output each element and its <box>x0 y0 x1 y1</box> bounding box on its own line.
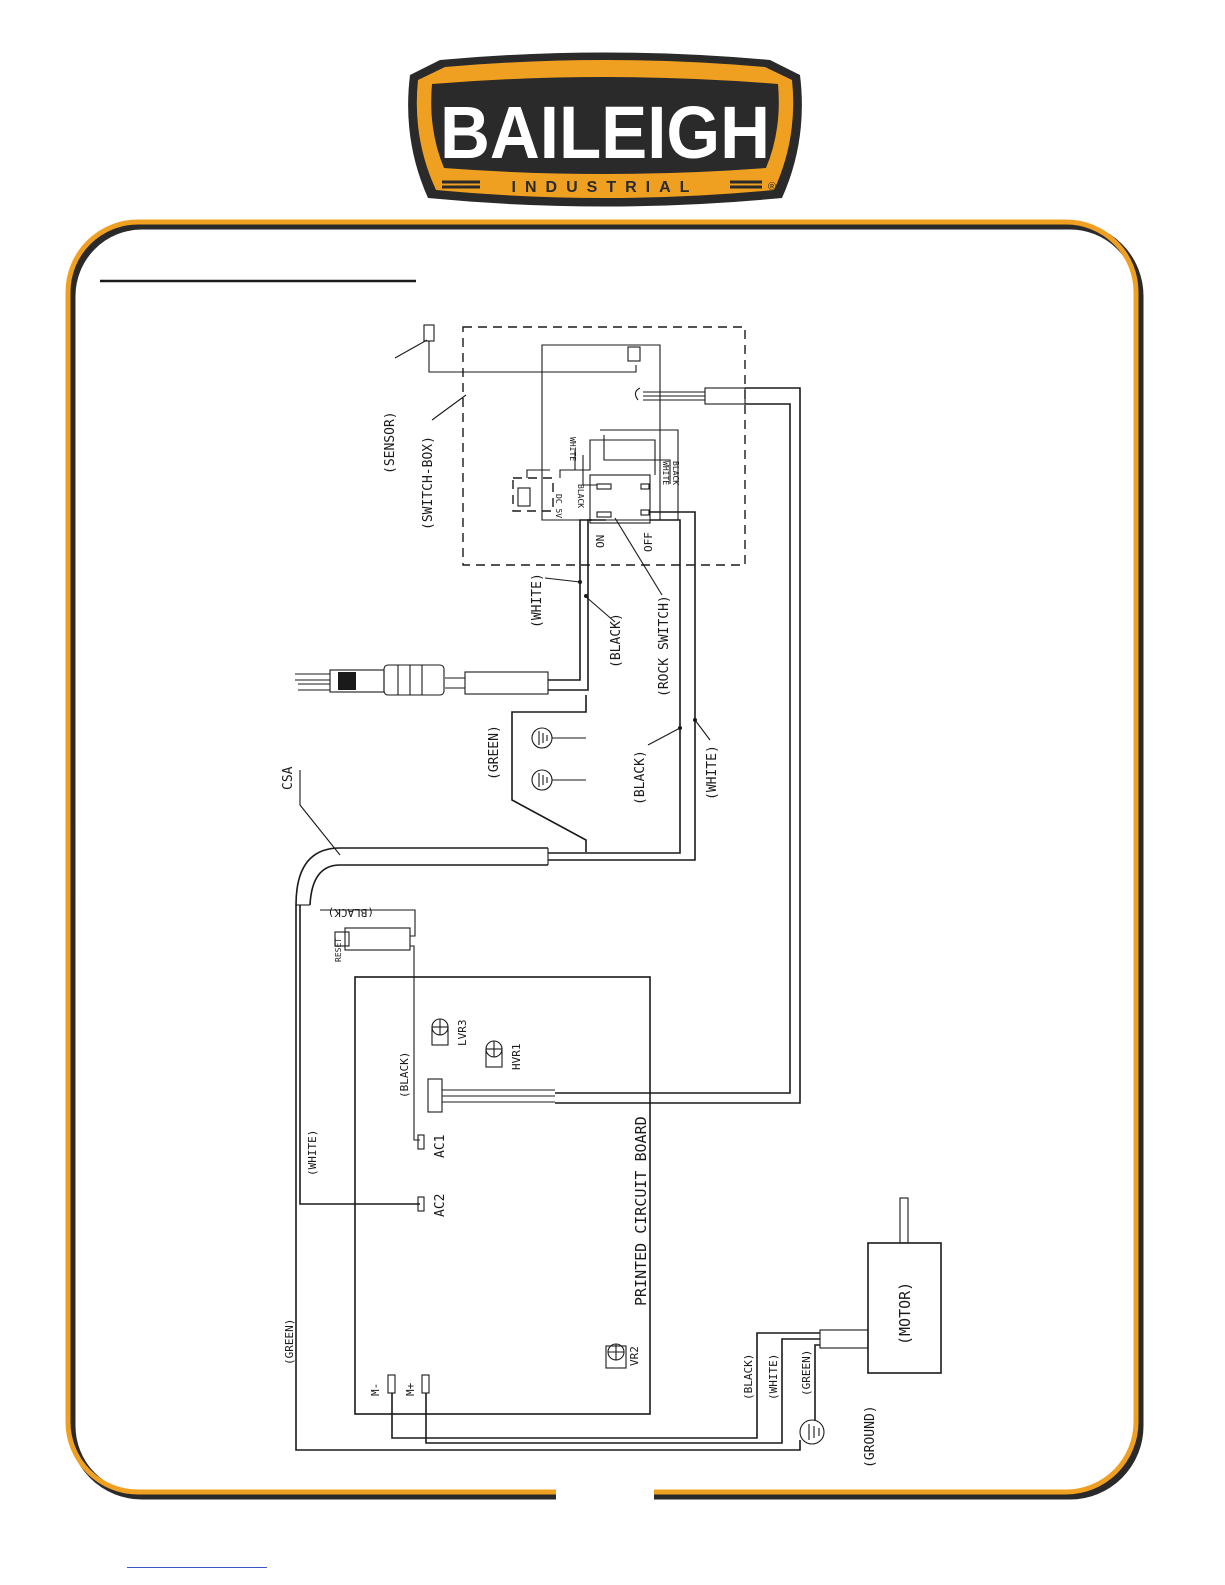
switch-out-connector <box>643 392 705 400</box>
m-plus-terminal <box>422 1375 429 1393</box>
m-minus-terminal <box>388 1375 395 1393</box>
label-csa: CSA <box>281 766 296 790</box>
label-m-minus: M- <box>369 1383 382 1396</box>
label-m-plus: M+ <box>404 1382 417 1396</box>
csa-cord-inner <box>310 865 548 905</box>
rock-switch-contact-4 <box>641 510 649 515</box>
sw-white-label-b: WHITE <box>661 461 670 485</box>
label-rock-switch: (ROCK SWITCH) <box>657 595 672 697</box>
motor-ground-bars <box>809 1424 819 1440</box>
dc-module <box>518 488 530 506</box>
label-pcb: PRINTED CIRCUIT BOARD <box>632 1116 650 1306</box>
switch-relay <box>628 347 640 361</box>
plug-prong-1 <box>295 674 330 680</box>
label-hvr1: HVR1 <box>510 1044 523 1071</box>
white-wire-plug <box>548 520 592 680</box>
green-wire-ground <box>296 905 800 1450</box>
box-wire-a <box>575 440 655 475</box>
pcb-connector-wires <box>442 1090 555 1102</box>
label-white-4: (WHITE) <box>767 1354 780 1400</box>
ground-symbol-2-bars <box>539 773 547 787</box>
white-csa-leader <box>695 720 710 740</box>
label-vr2: VR2 <box>628 1346 641 1366</box>
switch-curl <box>635 388 640 400</box>
label-sensor: (SENSOR) <box>383 411 398 474</box>
csa-cord-outer <box>296 848 548 905</box>
white-csa-dot <box>693 718 697 722</box>
pcb-connector <box>428 1079 442 1112</box>
black-csa-leader <box>648 728 680 745</box>
sw-black-label-b: BLACK <box>671 461 680 485</box>
csa-leader <box>300 770 340 855</box>
rock-switch-contact-3 <box>641 484 649 489</box>
ground-symbol-1-bars <box>539 731 547 745</box>
ac1-terminal <box>418 1135 424 1149</box>
label-black-3: (BLACK) <box>328 906 374 919</box>
rock-switch-leader <box>615 518 662 595</box>
white-wire-csa <box>548 512 695 860</box>
rock-switch-contact-1 <box>597 484 611 489</box>
plug-prong-2 <box>298 684 330 690</box>
plug-cable-sleeve <box>465 672 548 694</box>
label-black-1: (BLACK) <box>609 613 624 668</box>
box-wire-e <box>560 470 575 478</box>
motor-shaft <box>900 1198 908 1243</box>
label-black-2: (BLACK) <box>633 750 648 805</box>
label-green-2: (GREEN) <box>283 1319 296 1365</box>
sensor-component <box>424 325 434 341</box>
label-green-1: (GREEN) <box>487 725 502 780</box>
switch-box-leader <box>432 395 466 420</box>
label-white-2: (WHITE) <box>705 745 720 800</box>
plug-cord <box>445 678 465 688</box>
white-junction-dot <box>578 580 582 584</box>
black-junction-dot <box>584 594 588 598</box>
white-leader <box>545 578 580 582</box>
plug-rings <box>398 665 422 695</box>
label-black-4: (BLACK) <box>398 1052 411 1098</box>
sensor-wire <box>429 341 636 372</box>
label-lvr3: LVR3 <box>456 1020 469 1047</box>
rock-switch-contact-2 <box>597 512 611 517</box>
label-reset: RESET <box>334 938 343 962</box>
sw-white-label-a: WHITE <box>568 437 577 461</box>
sensor-leader <box>395 340 427 358</box>
sw-black-label-a: BLACK <box>576 484 585 508</box>
reset-to-ac1 <box>410 946 420 1140</box>
label-switch-box: (SWITCH-BOX) <box>421 436 436 530</box>
switch-out-sleeve <box>705 388 745 404</box>
label-off: OFF <box>642 532 655 552</box>
label-ac1: AC1 <box>433 1135 448 1158</box>
ground-symbol-1 <box>532 728 552 748</box>
dc-arrow <box>527 470 550 478</box>
plug-tag <box>338 672 356 690</box>
footer-link-underline[interactable] <box>127 1567 267 1568</box>
label-ground: (GROUND) <box>863 1405 878 1468</box>
black-csa-dot <box>678 726 682 730</box>
label-green-3: (GREEN) <box>800 1350 813 1396</box>
label-on: ON <box>594 535 607 548</box>
label-white-3: (WHITE) <box>306 1130 319 1176</box>
label-ac2: AC2 <box>433 1194 448 1217</box>
label-black-5: (BLACK) <box>742 1354 755 1400</box>
ground-symbol-2 <box>532 770 552 790</box>
plug-strain-relief <box>384 665 444 695</box>
rock-switch-body <box>590 475 650 523</box>
label-white-1: (WHITE) <box>530 573 545 628</box>
reset-breaker <box>345 928 410 950</box>
sw-dc-label: DC 5V <box>554 494 563 518</box>
label-motor: (MOTOR) <box>896 1282 914 1345</box>
motor-ground-symbol <box>800 1420 824 1444</box>
motor-green-wire <box>815 1345 820 1420</box>
motor-lead-sleeve <box>820 1330 868 1348</box>
